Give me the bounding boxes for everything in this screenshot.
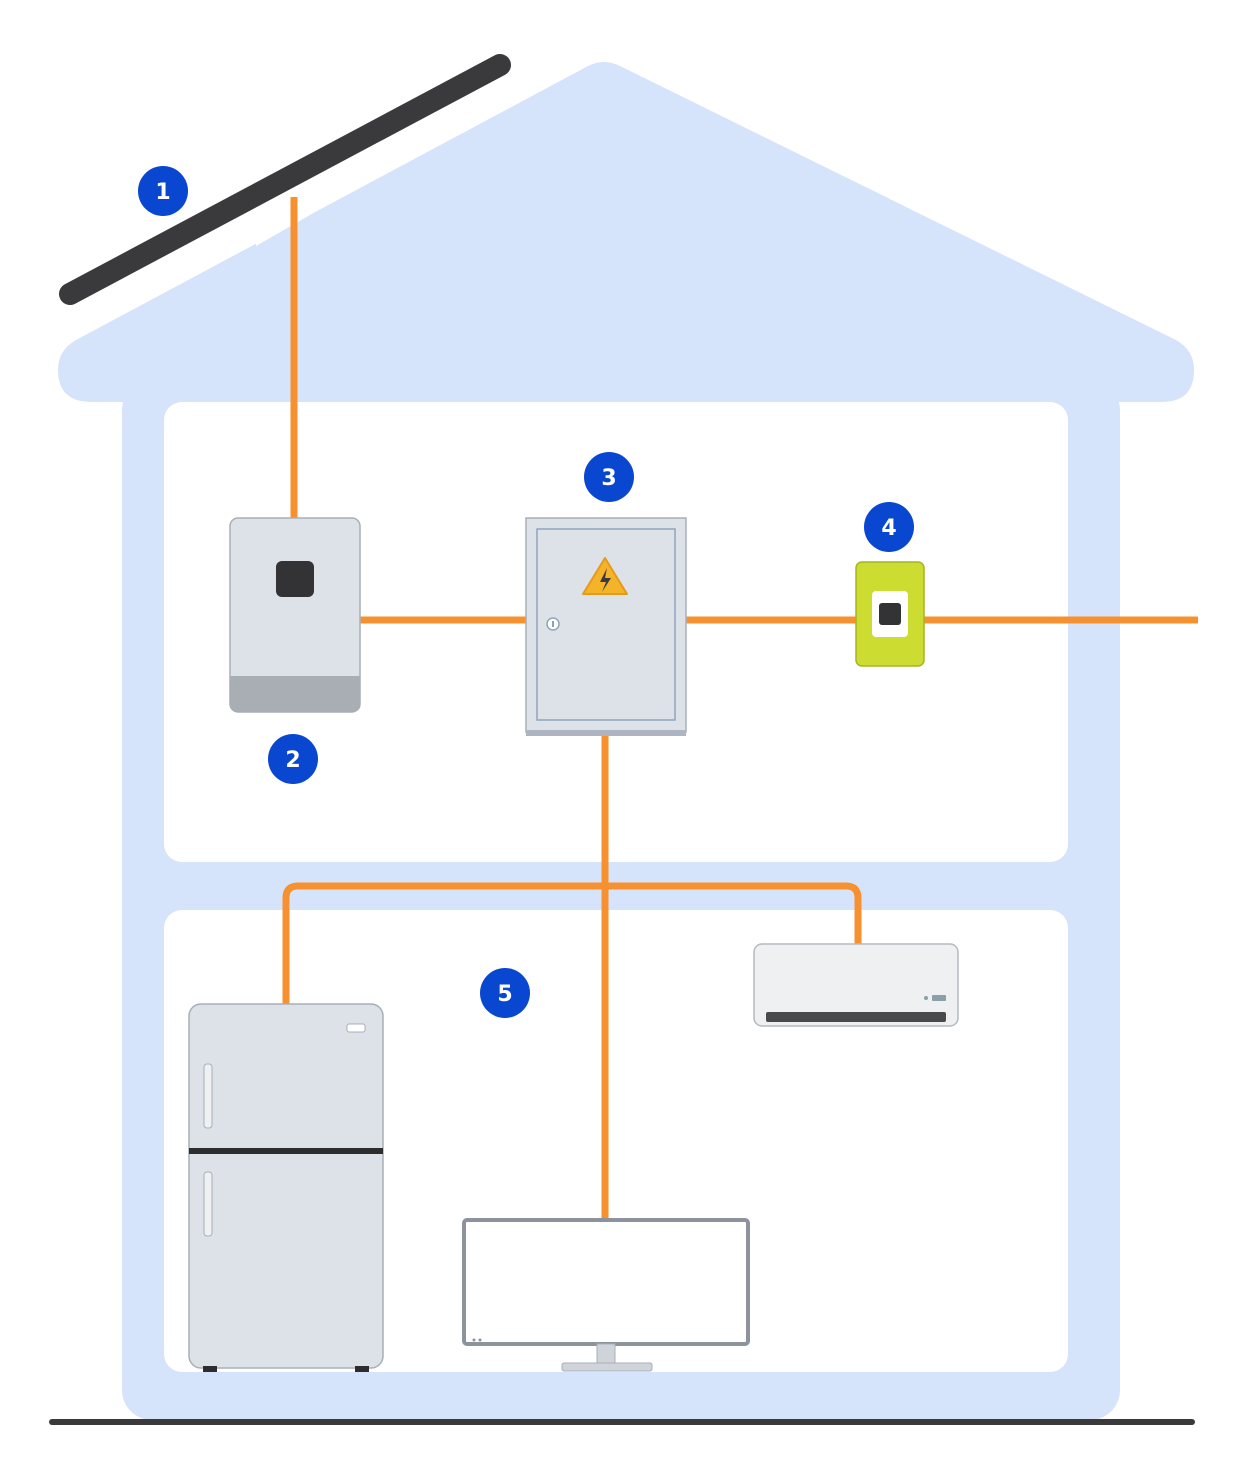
ac-indicator bbox=[932, 995, 946, 1001]
badge-4-label: 4 bbox=[881, 516, 896, 541]
badge-2: 2 bbox=[268, 734, 318, 784]
badge-2-label: 2 bbox=[285, 748, 300, 773]
fridge-foot-left bbox=[203, 1366, 217, 1372]
wiring bbox=[282, 197, 1198, 1222]
tv-stand-base bbox=[561, 1362, 653, 1372]
air-conditioner bbox=[753, 943, 959, 1027]
house-roof bbox=[58, 62, 1194, 402]
board-base bbox=[526, 730, 686, 736]
distribution-board bbox=[525, 517, 687, 736]
tv-stand-neck bbox=[596, 1343, 616, 1365]
television bbox=[462, 1218, 750, 1372]
meter-display bbox=[879, 603, 901, 625]
badge-1: 1 bbox=[138, 166, 188, 216]
badge-4: 4 bbox=[864, 502, 914, 552]
fridge-display bbox=[346, 1023, 366, 1033]
inverter-base bbox=[230, 676, 360, 712]
fridge-divider bbox=[189, 1148, 383, 1154]
fridge-foot-right bbox=[355, 1366, 369, 1372]
fridge-body bbox=[188, 1003, 384, 1369]
refrigerator bbox=[188, 1003, 384, 1372]
badge-5-label: 5 bbox=[497, 982, 512, 1007]
badge-5: 5 bbox=[480, 968, 530, 1018]
lock-icon bbox=[546, 617, 560, 631]
wire-appliance-bus bbox=[282, 882, 862, 1004]
inverter-display bbox=[276, 561, 314, 597]
inverter bbox=[229, 517, 361, 713]
panel-body bbox=[59, 54, 511, 305]
badge-3-label: 3 bbox=[601, 466, 616, 491]
badge-1-label: 1 bbox=[155, 180, 170, 205]
ac-vent bbox=[766, 1012, 946, 1022]
fridge-handle-bottom bbox=[203, 1171, 213, 1237]
smart-meter bbox=[855, 561, 925, 667]
badge-3: 3 bbox=[584, 452, 634, 502]
tv-screen bbox=[462, 1218, 750, 1346]
ac-body bbox=[753, 943, 959, 1027]
high-voltage-warning-icon bbox=[582, 557, 628, 595]
fridge-handle-top bbox=[203, 1063, 213, 1129]
